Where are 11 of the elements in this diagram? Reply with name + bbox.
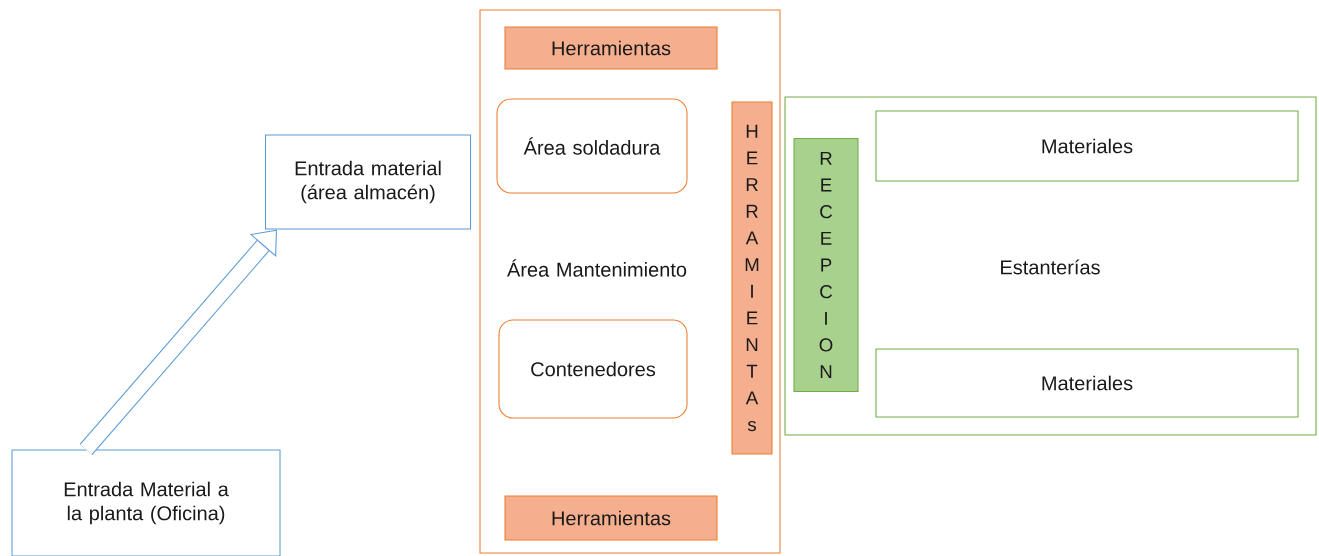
tool-bar: Herramientas bbox=[504, 495, 718, 541]
reception-bar: RECEPCION bbox=[793, 137, 859, 393]
zone-box: Contenedores bbox=[498, 319, 688, 419]
zone-box: Área soldadura bbox=[496, 98, 688, 194]
entry-box: Entrada material (área almacén) bbox=[264, 134, 472, 230]
tool-bar: HERRAMIENTAs bbox=[731, 101, 773, 455]
tool-bar: Herramientas bbox=[504, 26, 718, 70]
shelf-box: Materiales bbox=[875, 348, 1299, 418]
entry-box: Entrada Material a la planta (Oficina) bbox=[11, 449, 281, 556]
block-arrow bbox=[79, 229, 277, 455]
shelf-box: Materiales bbox=[875, 110, 1299, 182]
